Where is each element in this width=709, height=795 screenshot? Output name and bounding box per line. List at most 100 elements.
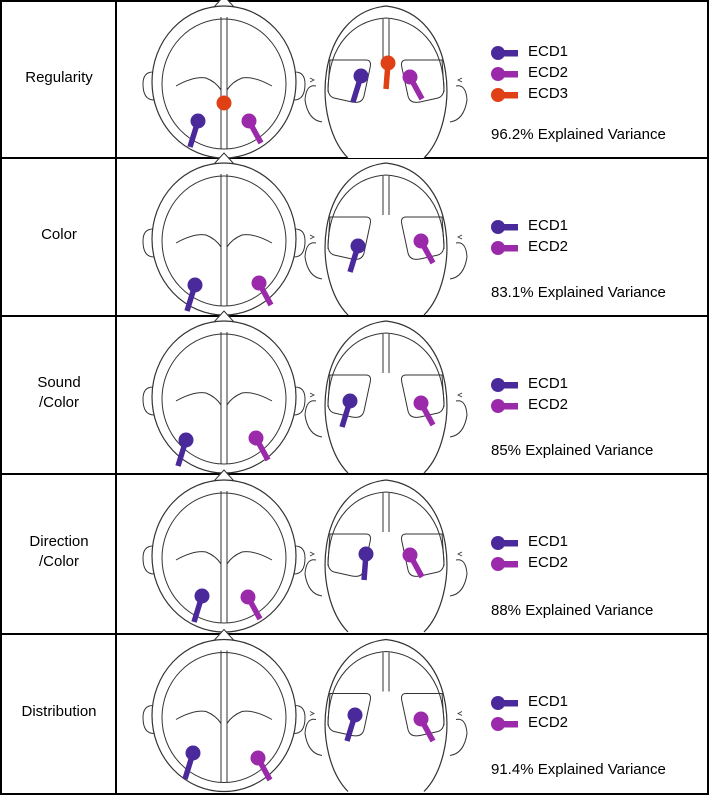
legend-swatch-ecd3 <box>491 88 518 102</box>
row-label: Regularity <box>4 68 114 88</box>
row-label-line: Regularity <box>25 69 93 86</box>
left-ear-marker <box>309 711 315 716</box>
legend-swatch-ecd2 <box>491 67 518 81</box>
legend-swatch-dot <box>491 241 505 255</box>
row-label: Sound/Color <box>4 373 114 413</box>
top-view-head <box>142 0 306 159</box>
dipole-back-ecd1-head <box>353 68 369 84</box>
right-lobe-outline <box>401 374 445 418</box>
nose-outline <box>213 469 235 482</box>
left-lobe-outline <box>327 59 371 103</box>
dipole-top-ecd2 <box>250 750 273 782</box>
left-lobe-outline <box>327 216 371 260</box>
dipole-top-ecd2 <box>251 275 274 307</box>
right-sulcus <box>226 710 273 724</box>
legend-label-ecd1: ECD1 <box>528 217 569 234</box>
row-label-line: Distribution <box>21 702 97 720</box>
legend-swatch-dot <box>491 378 505 392</box>
top-view-head <box>142 310 306 474</box>
head-outline-back <box>324 320 448 474</box>
right-lobe-outline <box>401 533 445 577</box>
explained-variance-text: 96.2% Explained Variance <box>491 126 666 143</box>
legend-swatch-dot <box>491 557 505 571</box>
back-view-head <box>304 320 468 474</box>
right-ear-outline <box>293 71 306 101</box>
right-ear-outline <box>449 559 468 597</box>
hemisphere-fissure <box>382 493 390 532</box>
nose-outline <box>213 310 235 323</box>
right-ear-outline <box>293 228 306 258</box>
dipole-top-ecd2 <box>241 113 264 145</box>
legend-swatch-bar <box>502 561 518 568</box>
dipole-back-ecd1-head <box>347 707 363 723</box>
dipole-back-ecd1 <box>350 68 369 103</box>
dipole-top-ecd2 <box>248 430 271 462</box>
back-view-head <box>304 638 468 792</box>
right-ear-outline <box>449 400 468 438</box>
dipole-back-ecd1 <box>344 707 363 742</box>
dipole-back-ecd1-head <box>342 393 358 409</box>
brain-outline <box>327 17 445 93</box>
brain-outline <box>161 175 287 307</box>
dipole-top-ecd2-head <box>251 275 267 291</box>
legend-label-ecd2: ECD2 <box>528 554 569 571</box>
right-ear-marker <box>457 77 463 83</box>
dipole-back-ecd2 <box>413 711 436 743</box>
legend-swatch-bar <box>502 245 518 252</box>
dipole-top-ecd2-head <box>250 750 266 766</box>
legend-label-ecd2: ECD2 <box>528 64 569 81</box>
right-sulcus <box>226 551 273 565</box>
legend-swatch-bar <box>502 382 518 389</box>
legend-swatch-bar <box>502 92 518 99</box>
dipole-top-ecd1 <box>187 113 206 148</box>
dipole-back-ecd2-head <box>413 711 429 727</box>
row-label-line: Color <box>41 226 77 243</box>
brain-outline <box>327 650 445 726</box>
dipole-back-ecd3 <box>380 55 396 90</box>
hemisphere-fissure <box>220 174 228 306</box>
left-ear-outline <box>142 545 155 575</box>
left-sulcus <box>175 234 222 248</box>
right-ear-marker <box>457 392 463 398</box>
left-ear-outline <box>142 228 155 258</box>
legend-swatch-bar <box>502 403 518 410</box>
row-label: Distribution <box>4 702 114 722</box>
brain-outline <box>161 333 287 465</box>
top-view-head <box>142 469 306 633</box>
left-ear-outline <box>142 386 155 416</box>
legend-swatch-ecd1 <box>491 378 518 392</box>
left-ear-outline <box>142 71 155 101</box>
dipole-top-ecd1 <box>184 277 203 312</box>
left-sulcus <box>175 710 222 724</box>
legend-swatch-dot <box>491 88 505 102</box>
hemisphere-fissure <box>382 19 390 58</box>
legend-swatch-bar <box>502 540 518 547</box>
hemisphere-fissure <box>382 652 390 692</box>
legend-swatch-ecd2 <box>491 241 518 255</box>
row-label-line: /Color <box>38 394 79 411</box>
legend-swatch-ecd2 <box>491 557 518 571</box>
legend-label-ecd1: ECD1 <box>528 43 569 60</box>
dipole-top-ecd3-head <box>216 95 232 111</box>
left-ear-marker <box>309 392 315 398</box>
nose-outline <box>213 0 235 8</box>
dipole-top-ecd2-head <box>240 589 256 605</box>
dipole-back-ecd2-head <box>402 547 418 563</box>
back-view-head <box>304 162 468 316</box>
hemisphere-fissure <box>220 332 228 464</box>
brain-outline <box>327 491 445 567</box>
right-ear-outline <box>293 545 306 575</box>
hemisphere-fissure <box>220 650 228 783</box>
legend-label-ecd1: ECD1 <box>528 693 569 710</box>
left-sulcus <box>175 551 222 565</box>
legend-label-ecd2: ECD2 <box>528 396 569 413</box>
legend-swatch-bar <box>502 700 518 707</box>
hemisphere-fissure <box>220 491 228 623</box>
row-label: Direction/Color <box>4 532 114 572</box>
right-sulcus <box>226 392 273 406</box>
back-view-head <box>304 479 468 633</box>
legend-swatch-ecd1 <box>491 46 518 60</box>
